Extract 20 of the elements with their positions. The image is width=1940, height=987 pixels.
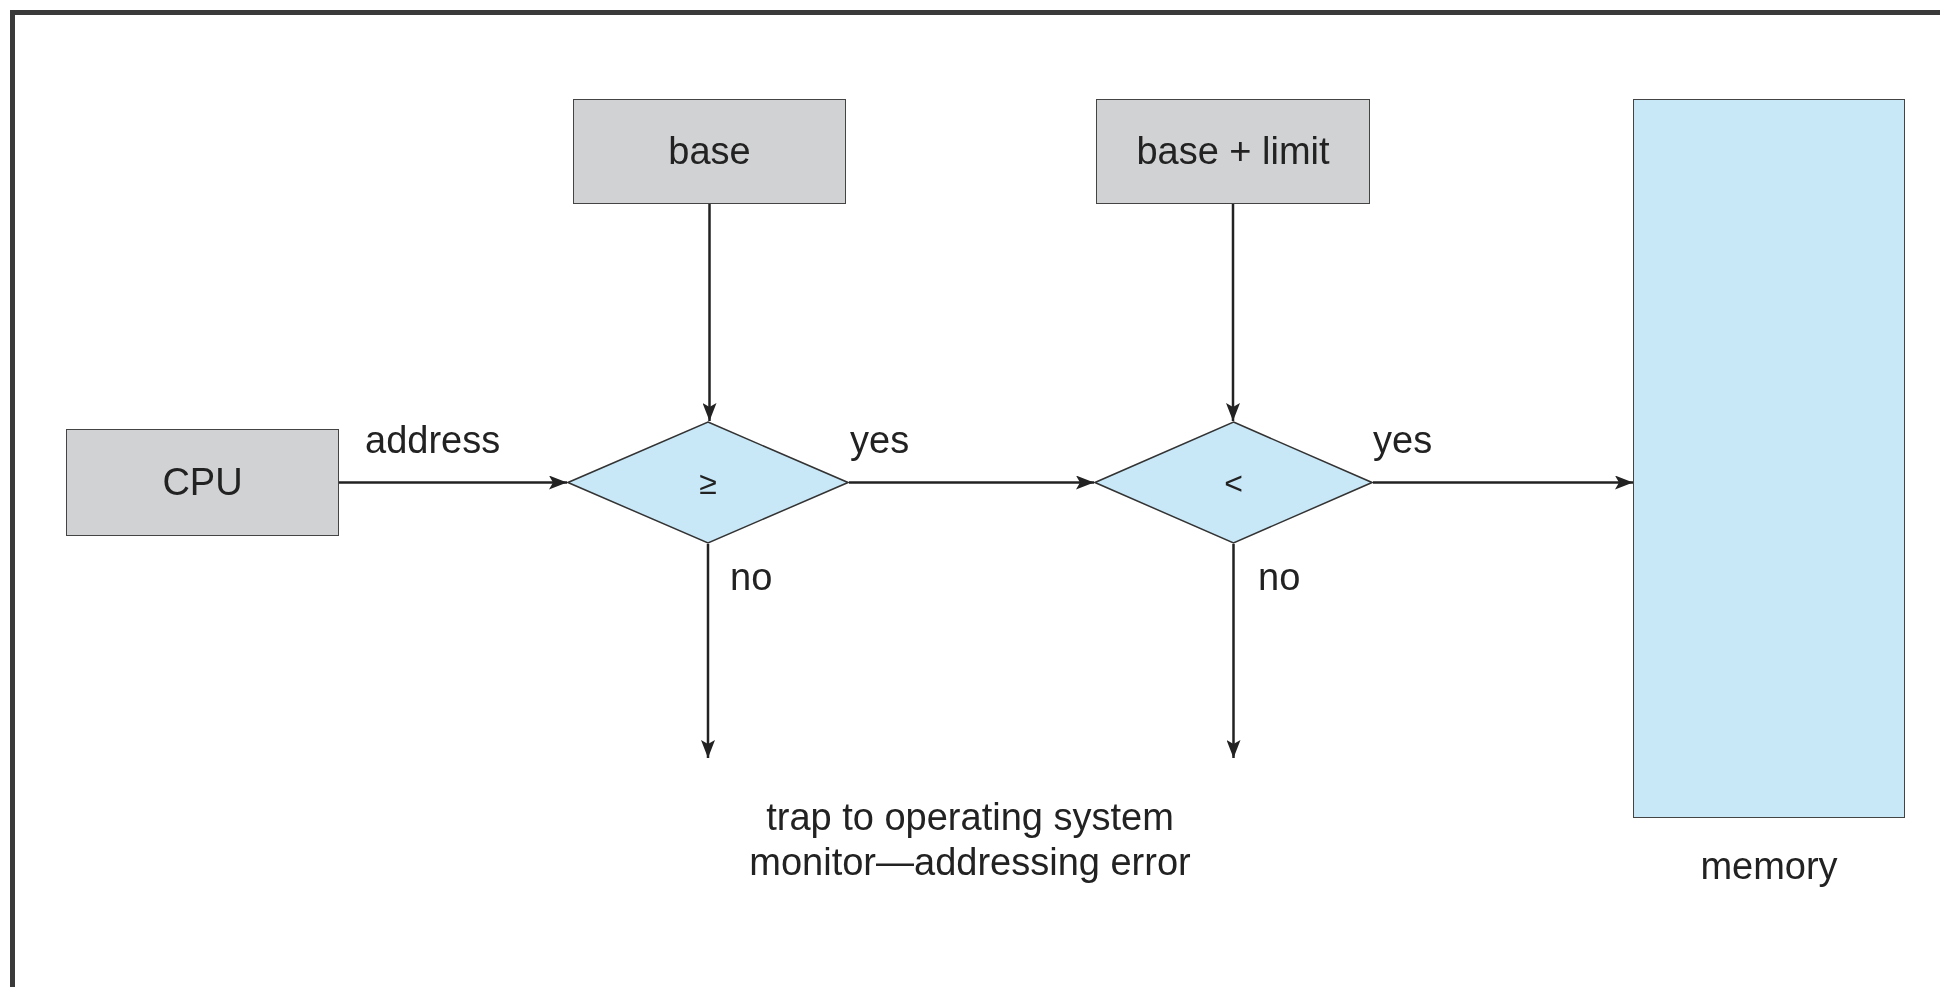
register-box (66, 429, 339, 536)
arrow (849, 475, 1094, 490)
arrow (702, 204, 717, 421)
comparison-operator: ≥ (699, 463, 717, 503)
decision-diamond (1094, 421, 1373, 544)
register-box (573, 99, 846, 204)
box-label: base (668, 129, 751, 174)
arrow (1226, 544, 1241, 758)
comparison-operator: < (1224, 463, 1243, 503)
trap-note: trap to operating system monitor—addressing error (748, 794, 1192, 886)
register-box (1096, 99, 1370, 204)
memory-block (1633, 99, 1905, 818)
arrow (1226, 204, 1240, 421)
decision-diamond (567, 421, 849, 544)
box-label: CPU (162, 460, 243, 505)
box-label: base + limit (1136, 129, 1330, 174)
memory-caption: memory (1699, 844, 1839, 889)
arrow (1373, 475, 1633, 490)
arrow (701, 544, 715, 758)
arrow (339, 475, 567, 490)
